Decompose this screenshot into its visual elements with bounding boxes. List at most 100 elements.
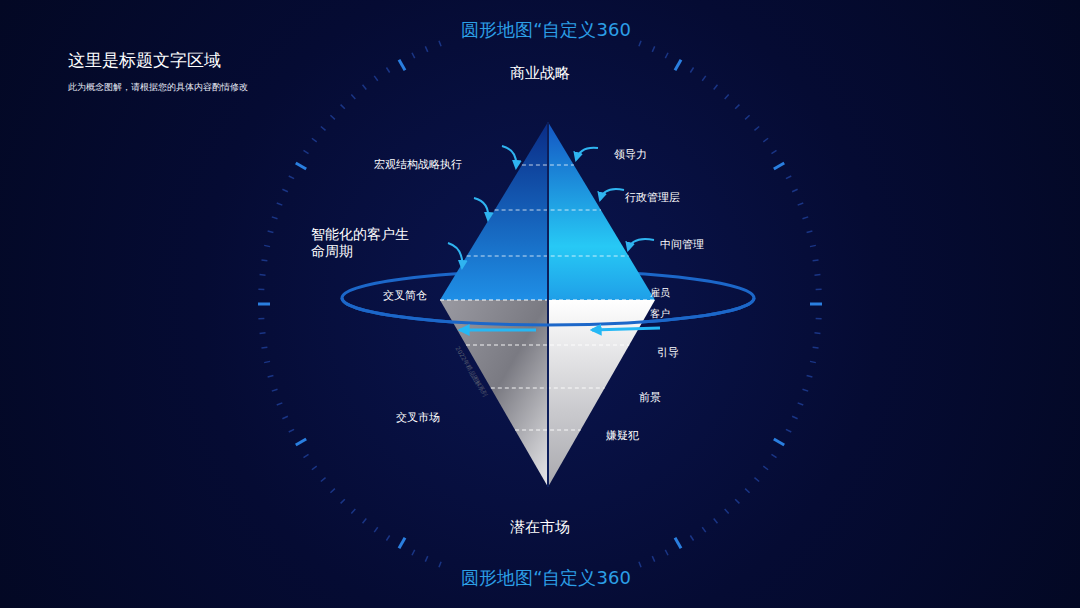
dial-tick	[725, 94, 729, 98]
dial-tick	[351, 94, 355, 98]
dial-tick	[363, 85, 367, 90]
dial-tick	[321, 478, 326, 482]
dial-tick	[330, 489, 334, 493]
dial-tick	[792, 189, 797, 191]
dial-tick	[261, 259, 267, 261]
dial-tick	[321, 127, 326, 131]
dial-tick	[652, 46, 654, 51]
dial-tick	[399, 538, 405, 548]
dial-tick	[754, 127, 759, 131]
dial-tick	[296, 439, 306, 445]
dial-tick	[810, 361, 816, 362]
dial-tick	[341, 499, 345, 503]
dial-tick	[725, 509, 729, 513]
dial-tick	[268, 375, 274, 377]
dial-tick	[786, 429, 791, 432]
pyramid-bottom-left	[440, 300, 548, 487]
dial-tick	[735, 499, 739, 503]
dial-tick	[277, 403, 283, 405]
dial-tick	[439, 41, 441, 47]
dial-tick	[425, 46, 427, 51]
dial-tick	[690, 67, 693, 72]
dial-tick	[816, 318, 822, 320]
dial-tick	[268, 231, 274, 233]
dial-tick	[282, 189, 287, 191]
dial-tick	[675, 538, 681, 548]
dial-tick	[363, 518, 367, 523]
dial-tick	[813, 346, 819, 348]
dial-tick	[810, 245, 816, 246]
dial-tick	[814, 274, 820, 276]
dial-tick	[374, 527, 378, 532]
dial-tick	[272, 217, 278, 219]
curved-arrow	[600, 189, 624, 200]
subtitle: 此为概念图解，请根据您的具体内容酌情修改	[68, 82, 248, 93]
level-heading: 潜在市场	[510, 518, 570, 537]
side-label: 雇员	[650, 287, 670, 300]
dial-tick	[639, 562, 641, 568]
side-label: 中间管理	[660, 238, 704, 252]
dial-tick	[258, 318, 264, 320]
dial-tick	[702, 527, 706, 532]
dial-tick	[412, 550, 415, 555]
dial-tick	[763, 138, 768, 142]
curved-arrow	[502, 146, 516, 168]
center-line	[547, 122, 549, 487]
tick-dial	[258, 41, 822, 568]
dial-tick	[289, 429, 294, 432]
ring-title: 圆形地图“自定义360	[461, 567, 631, 590]
pyramid-top-right	[548, 122, 655, 300]
dial-tick	[425, 556, 427, 561]
flow-arrow	[592, 328, 660, 330]
dial-tick	[810, 303, 822, 306]
curved-arrow	[474, 198, 488, 220]
dial-tick	[277, 203, 283, 205]
dial-tick	[439, 562, 441, 568]
dial-tick	[771, 454, 776, 457]
dial-tick	[399, 60, 405, 70]
dial-tick	[814, 332, 820, 334]
dial-tick	[735, 105, 739, 109]
side-label: 交叉市场	[396, 411, 440, 425]
dial-tick	[816, 288, 822, 290]
dial-tick	[303, 150, 308, 153]
level-heading: 商业战略	[510, 64, 570, 83]
dial-tick	[763, 466, 768, 470]
dial-tick	[798, 403, 804, 405]
curved-arrow	[576, 148, 598, 160]
dial-tick	[714, 518, 718, 523]
dial-tick	[690, 535, 693, 540]
dial-tick	[261, 346, 267, 348]
dial-tick	[341, 105, 345, 109]
dial-tick	[374, 76, 378, 81]
dial-tick	[386, 535, 389, 540]
dial-tick	[258, 288, 264, 290]
side-label: 领导力	[614, 148, 647, 162]
dial-tick	[675, 60, 681, 70]
pyramid-top-left	[440, 122, 548, 300]
ring-title: 圆形地图“自定义360	[461, 19, 631, 42]
curved-arrow	[628, 239, 654, 250]
dial-tick	[312, 138, 317, 142]
dial-tick	[771, 150, 776, 153]
dial-tick	[260, 332, 266, 334]
dial-tick	[786, 176, 791, 179]
dial-tick	[312, 466, 317, 470]
dial-tick	[665, 550, 668, 555]
dial-tick	[798, 203, 804, 205]
dial-tick	[351, 509, 355, 513]
dial-tick	[802, 217, 808, 219]
side-label: 嫌疑犯	[606, 429, 639, 443]
dial-tick	[702, 76, 706, 81]
dial-tick	[774, 163, 784, 169]
side-label: 行政管理层	[625, 191, 680, 205]
dial-tick	[264, 361, 270, 362]
flow-arrow	[460, 329, 536, 332]
dial-tick	[807, 375, 813, 377]
dial-tick	[412, 53, 415, 58]
dial-tick	[303, 454, 308, 457]
slide-title: 这里是标题文字区域	[68, 50, 221, 71]
dial-tick	[754, 478, 759, 482]
side-label: 引导	[657, 346, 679, 360]
